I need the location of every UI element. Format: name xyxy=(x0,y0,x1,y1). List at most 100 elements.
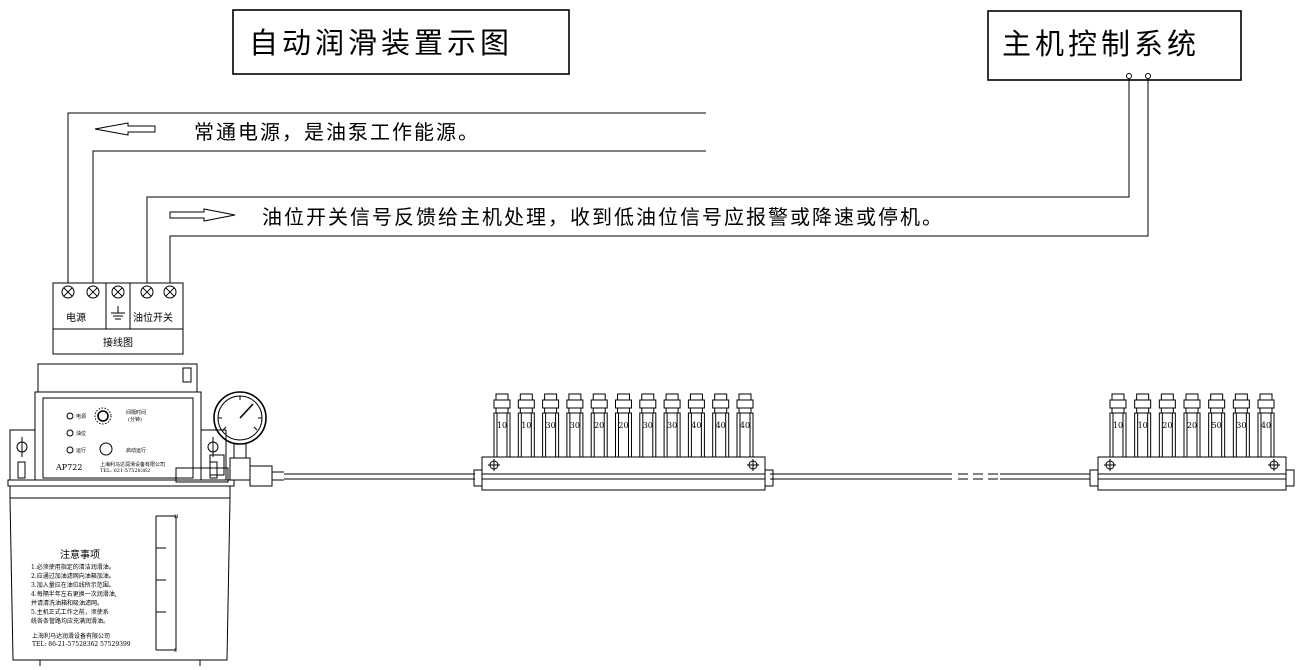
lamp-label-3: 运行 xyxy=(76,447,86,454)
metering-valve: 10 xyxy=(493,393,511,458)
pump-unit: 电源 油位 运行 间隔时间 (分钟) 启动运行 AP722 上海利马达润滑设备有… xyxy=(7,363,235,666)
signal-wire-2 xyxy=(169,78,1149,283)
level-lamp xyxy=(66,429,74,437)
valve-rating: 20 xyxy=(618,421,628,430)
start-button[interactable] xyxy=(99,442,113,456)
notice-item: 2.应通过加油滤网向油箱加油。 xyxy=(31,572,115,580)
signal-wire-1 xyxy=(146,78,1130,283)
power-wire-1 xyxy=(67,112,706,283)
oil-reservoir xyxy=(9,497,231,661)
diagram-title: 自动润滑装置示图 xyxy=(249,26,513,60)
brand-line-2: TEL: 021-57528362 xyxy=(100,468,150,474)
mount-hole-icon xyxy=(1104,459,1116,471)
valve-rating: 30 xyxy=(546,421,556,430)
metering-valve: 20 xyxy=(1158,393,1176,458)
power-note: 常通电源，是油泵工作能源。 xyxy=(194,120,480,144)
terminal-caption: 接线图 xyxy=(103,336,133,349)
valve-rating: 40 xyxy=(716,421,726,430)
terminal-power-label: 电源 xyxy=(66,311,86,324)
metering-valve: 40 xyxy=(1257,393,1275,458)
notice-item: 4.每隔半年左右更换一次润滑油, xyxy=(31,590,117,598)
lamp-label-2: 油位 xyxy=(76,430,86,437)
metering-valve: 30 xyxy=(542,393,560,458)
metering-valve: 40 xyxy=(736,393,754,458)
metering-valve: 10 xyxy=(1134,393,1152,458)
start-button-label: 启动运行 xyxy=(126,447,146,454)
mount-hole-icon xyxy=(747,459,759,471)
signal-arrow-icon xyxy=(169,208,236,222)
valve-rating: 30 xyxy=(1236,421,1246,430)
interval-knob[interactable] xyxy=(97,410,109,422)
terminal-screw-icon xyxy=(140,285,154,299)
metering-valve: 20 xyxy=(615,393,632,458)
knob-sub: (分钟) xyxy=(128,416,142,423)
signal-note: 油位开关信号反馈给主机处理，收到低油位信号应报警或降速或停机。 xyxy=(262,205,944,229)
valve-rating: 20 xyxy=(1162,421,1172,430)
metering-valve: 30 xyxy=(663,393,681,458)
level-gauge xyxy=(156,515,177,651)
metering-valve: 10 xyxy=(1109,393,1127,458)
terminal-screw-icon xyxy=(86,285,100,299)
notice-item: 1.必须使用指定的清洁润滑油。 xyxy=(31,563,115,571)
terminal-block: 电源 油位开关 接线图 xyxy=(52,282,184,355)
valve-rating: 10 xyxy=(521,421,531,430)
notice-item: 并请清洗油箱和吸油滤网。 xyxy=(31,599,103,607)
valve-rating: 40 xyxy=(691,421,701,430)
metering-valve: 30 xyxy=(639,393,657,458)
host-terminal-a xyxy=(1126,73,1132,79)
title-box xyxy=(232,9,570,75)
mount-hole-icon xyxy=(1268,459,1280,471)
distributor-2: 10 10 20 20 50 30 40 xyxy=(1089,393,1295,491)
valve-rating: 30 xyxy=(570,421,580,430)
metering-valve: 30 xyxy=(1232,393,1250,458)
valve-rating: 20 xyxy=(594,421,604,430)
lamp-label-1: 电源 xyxy=(76,413,86,420)
main-pipe xyxy=(249,465,1090,487)
valve-rating: 40 xyxy=(740,421,750,430)
mount-bracket-icon xyxy=(9,429,36,481)
host-system-box xyxy=(987,10,1242,81)
metering-valve: 10 xyxy=(517,393,535,458)
metering-valve: 40 xyxy=(687,393,705,458)
power-arrow-icon xyxy=(94,122,156,136)
pump-model: AP722 xyxy=(55,463,82,472)
valve-rating: 30 xyxy=(643,421,653,430)
host-system-label: 主机控制系统 xyxy=(1002,27,1200,61)
notice-tel: TEL: 86-21-57528362 57529399 xyxy=(32,641,131,648)
metering-valve: 20 xyxy=(1183,393,1201,458)
knob-label: 间隔时间 xyxy=(126,409,146,416)
metering-valve: 40 xyxy=(712,393,730,458)
notice-item: 3.加入量应在油位线所示范围。 xyxy=(31,581,115,589)
host-terminal-b xyxy=(1145,73,1151,79)
mount-hole-icon xyxy=(488,459,500,471)
mount-bracket-icon xyxy=(200,429,227,481)
distributor-1: 10 10 30 30 20 20 30 30 40 40 40 xyxy=(473,393,774,491)
notice-item: 5.主机正式工作之前，须使系 xyxy=(31,608,109,616)
valve-rating: 10 xyxy=(1138,421,1148,430)
run-lamp xyxy=(66,446,74,454)
level-low: L xyxy=(174,648,178,654)
power-lamp xyxy=(66,412,74,420)
valve-rating: 40 xyxy=(1261,421,1271,430)
valve-rating: 10 xyxy=(497,421,507,430)
valve-rating: 50 xyxy=(1212,421,1222,430)
metering-valve: 20 xyxy=(590,393,608,458)
terminal-screw-icon xyxy=(163,285,177,299)
notice-item: 统各条管路均应充满润滑油。 xyxy=(31,617,109,625)
notice-company: 上海利马达润滑设备有限公司 xyxy=(32,632,110,640)
power-wire-2 xyxy=(92,150,706,283)
pressure-gauge-icon xyxy=(213,391,267,481)
valve-rating: 30 xyxy=(667,421,677,430)
notice-title: 注意事项 xyxy=(60,548,100,561)
brand-line-1: 上海利马达润滑设备有限公司 xyxy=(100,461,165,468)
valve-rating: 10 xyxy=(1113,421,1123,430)
terminal-screw-icon xyxy=(61,285,75,299)
terminal-switch-label: 油位开关 xyxy=(133,311,173,324)
metering-valve: 30 xyxy=(566,393,584,458)
metering-valve: 50 xyxy=(1208,393,1226,458)
valve-rating: 20 xyxy=(1187,421,1197,430)
level-high: H xyxy=(174,514,179,520)
terminal-screw-icon xyxy=(111,285,125,299)
